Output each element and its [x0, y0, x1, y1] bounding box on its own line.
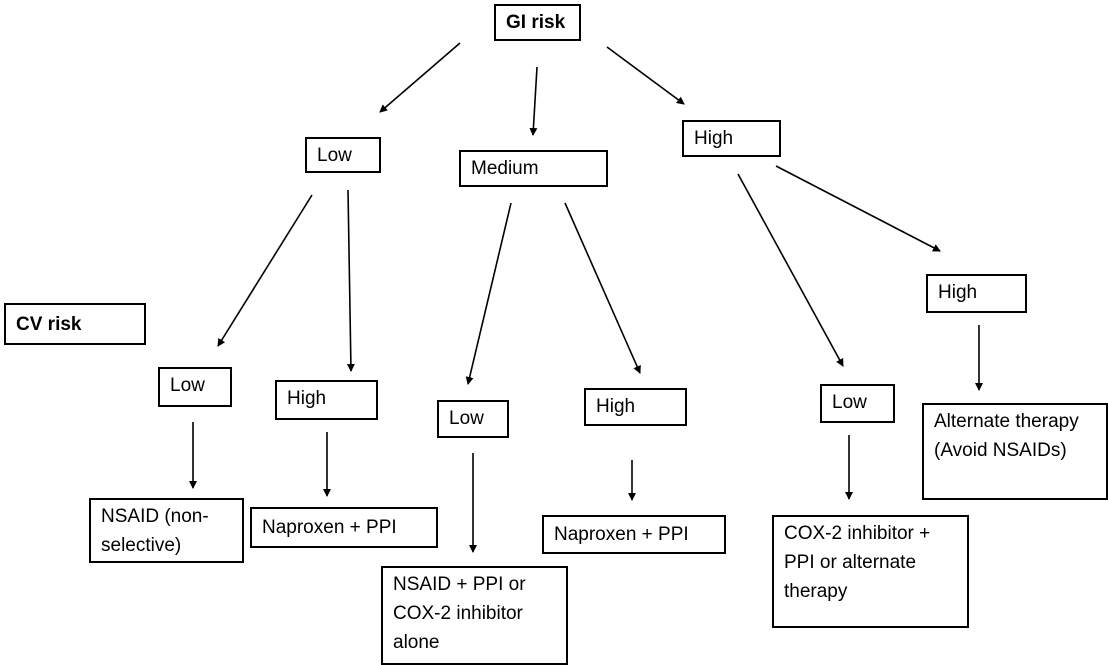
outcome-box: COX-2 inhibitor + PPI or alternate thera…	[772, 515, 969, 628]
cv-high-node: High	[584, 388, 687, 426]
arrow-medium-to-cv-low	[465, 202, 512, 385]
outcome-box: NSAID (non-selective)	[89, 498, 244, 563]
cv-risk-label: CV risk	[4, 303, 146, 345]
gi-high-node: High	[682, 120, 781, 157]
cv-low-node: Low	[158, 367, 232, 407]
outcome-box: Naproxen + PPI	[542, 515, 726, 554]
arrow-low-to-cv-high	[346, 189, 355, 372]
gi-risk-node: GI risk	[494, 4, 581, 41]
arrow-gi-to-low	[379, 42, 461, 113]
arrow-high-to-cv-high	[775, 165, 941, 252]
gi-low-node: Low	[305, 137, 381, 173]
arrow-gi-to-medium	[529, 66, 538, 136]
cv-low-node: Low	[820, 384, 895, 423]
outcome-box: NSAID + PPI or COX-2 inhibitor alone	[381, 566, 568, 665]
arrow-gi-to-high	[606, 46, 685, 105]
cv-low-node: Low	[437, 400, 509, 438]
outcome-box: Alternate therapy (Avoid NSAIDs)	[922, 403, 1108, 500]
cv-high-node: High	[275, 380, 378, 420]
cv-high-node: High	[926, 274, 1027, 313]
outcome-box: Naproxen + PPI	[250, 507, 438, 548]
arrow-medium-to-cv-high	[564, 202, 641, 374]
arrow-high-to-cv-low	[737, 173, 844, 367]
gi-medium-node: Medium	[459, 150, 608, 187]
arrow-low-to-cv-low	[217, 194, 313, 347]
